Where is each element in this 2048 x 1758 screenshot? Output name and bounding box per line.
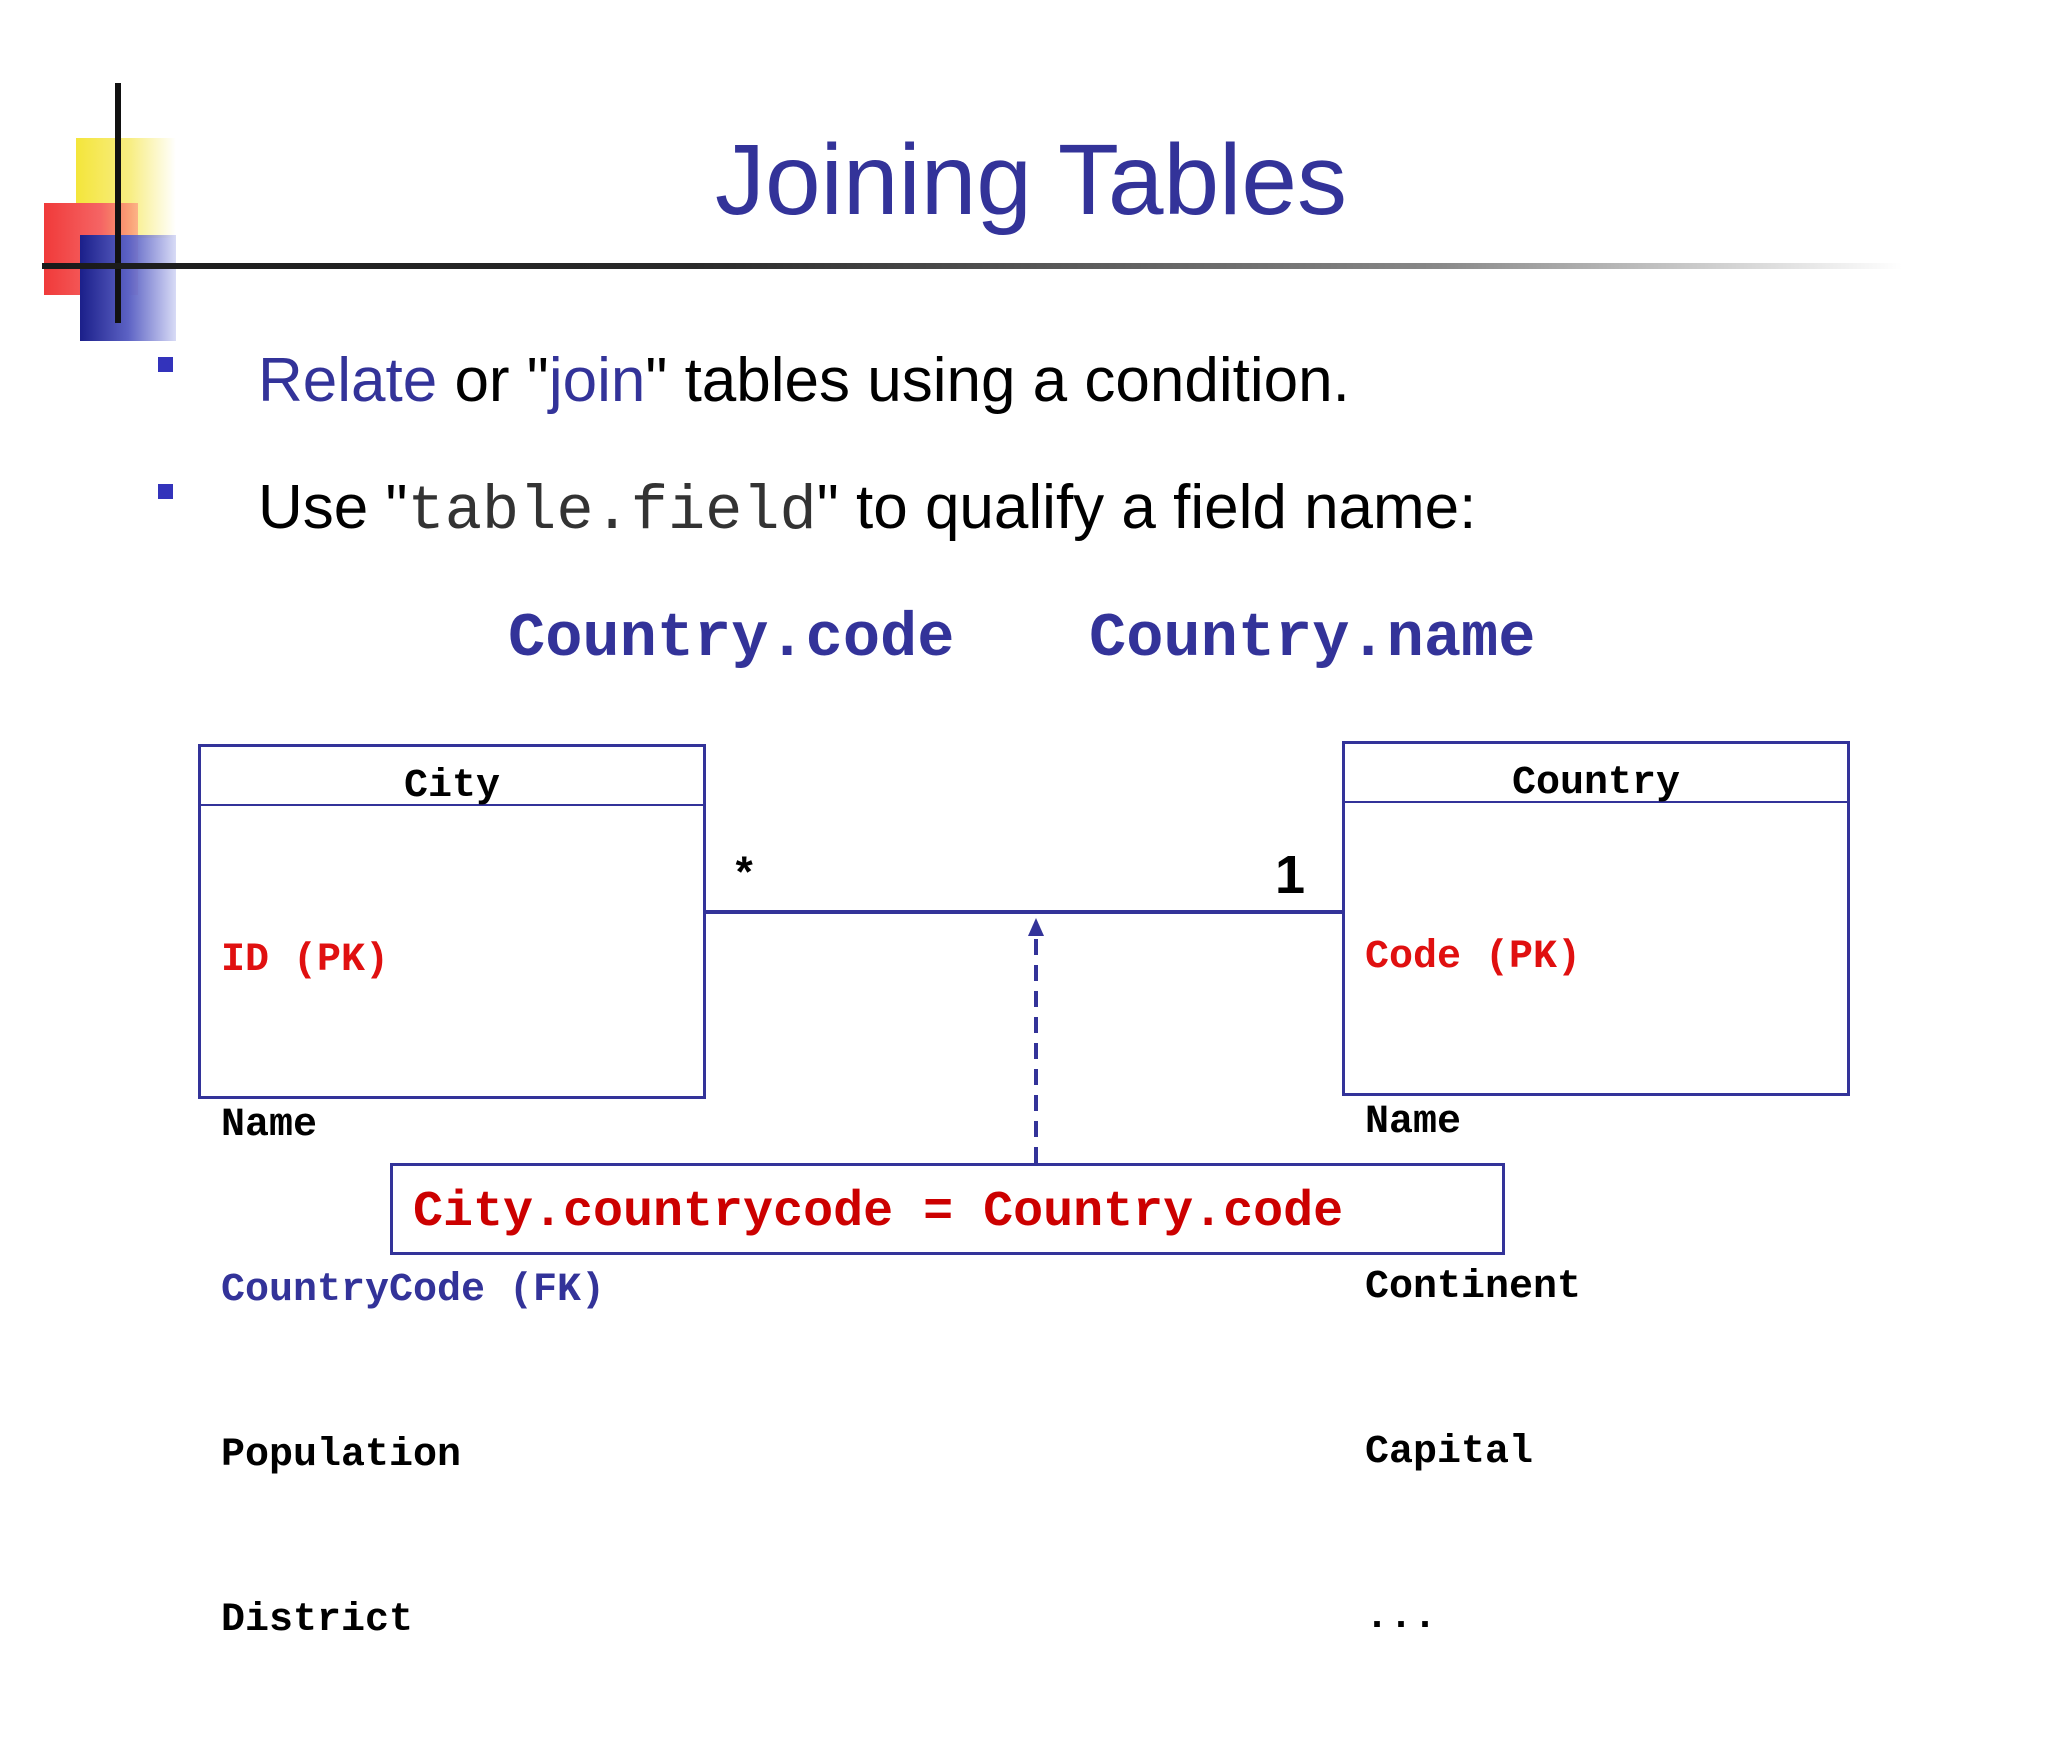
join-condition-box: City.countrycode = Country.code <box>390 1163 1505 1255</box>
arrowhead-up-icon <box>1028 918 1044 936</box>
inline-code-table-field: table.field <box>407 476 817 547</box>
title-underline-rule <box>42 263 1902 269</box>
relationship-connector <box>700 910 1346 1163</box>
keyword-relate: Relate <box>258 346 438 415</box>
bullet-relate-text-a: or " <box>437 346 549 415</box>
bullet-relate: Relate or "join" tables using a conditio… <box>258 350 1350 412</box>
decor-blue-square <box>80 235 176 341</box>
bullet-marker-icon <box>158 484 173 499</box>
bullet-qualify: Use "table.field" to qualify a field nam… <box>258 477 1476 543</box>
bullet-qualify-text-b: " to qualify a field name: <box>816 473 1477 542</box>
city-field: ID (PK) <box>221 938 390 983</box>
decor-vertical-rule <box>115 83 121 323</box>
city-field: Population <box>221 1433 462 1478</box>
slide-title: Joining Tables <box>715 124 1347 236</box>
city-table-header: City <box>201 747 703 807</box>
country-field: ... <box>1365 1595 1438 1640</box>
country-field-list: Code (PK) Name Continent Capital ... <box>1365 820 1581 1755</box>
example-country-code: Country.code <box>508 603 955 674</box>
bullet-marker-icon <box>158 357 173 372</box>
example-country-name: Country.name <box>1089 603 1536 674</box>
city-field: Name <box>221 1103 318 1148</box>
country-field: Continent <box>1365 1265 1582 1310</box>
bullet-qualify-text-a: Use " <box>258 473 408 542</box>
city-field-list: ID (PK) Name CountryCode (FK) Population… <box>221 823 605 1758</box>
country-field: Code (PK) <box>1365 935 1582 980</box>
country-multiplicity: 1 <box>1275 845 1306 905</box>
bullet-relate-text-b: " tables using a condition. <box>645 346 1350 415</box>
join-condition-text: City.countrycode = Country.code <box>413 1184 1344 1241</box>
city-table-box: City ID (PK) Name CountryCode (FK) Popul… <box>198 744 706 1643</box>
country-table-header: Country <box>1345 744 1847 804</box>
city-field: District <box>221 1598 414 1643</box>
country-field: Name <box>1365 1100 1462 1145</box>
city-field: CountryCode (FK) <box>221 1268 606 1313</box>
country-table-box: Country Code (PK) Name Continent Capital… <box>1342 741 1850 1640</box>
country-field: Capital <box>1365 1430 1534 1475</box>
keyword-join: join <box>548 346 646 415</box>
city-multiplicity: * <box>731 852 758 902</box>
